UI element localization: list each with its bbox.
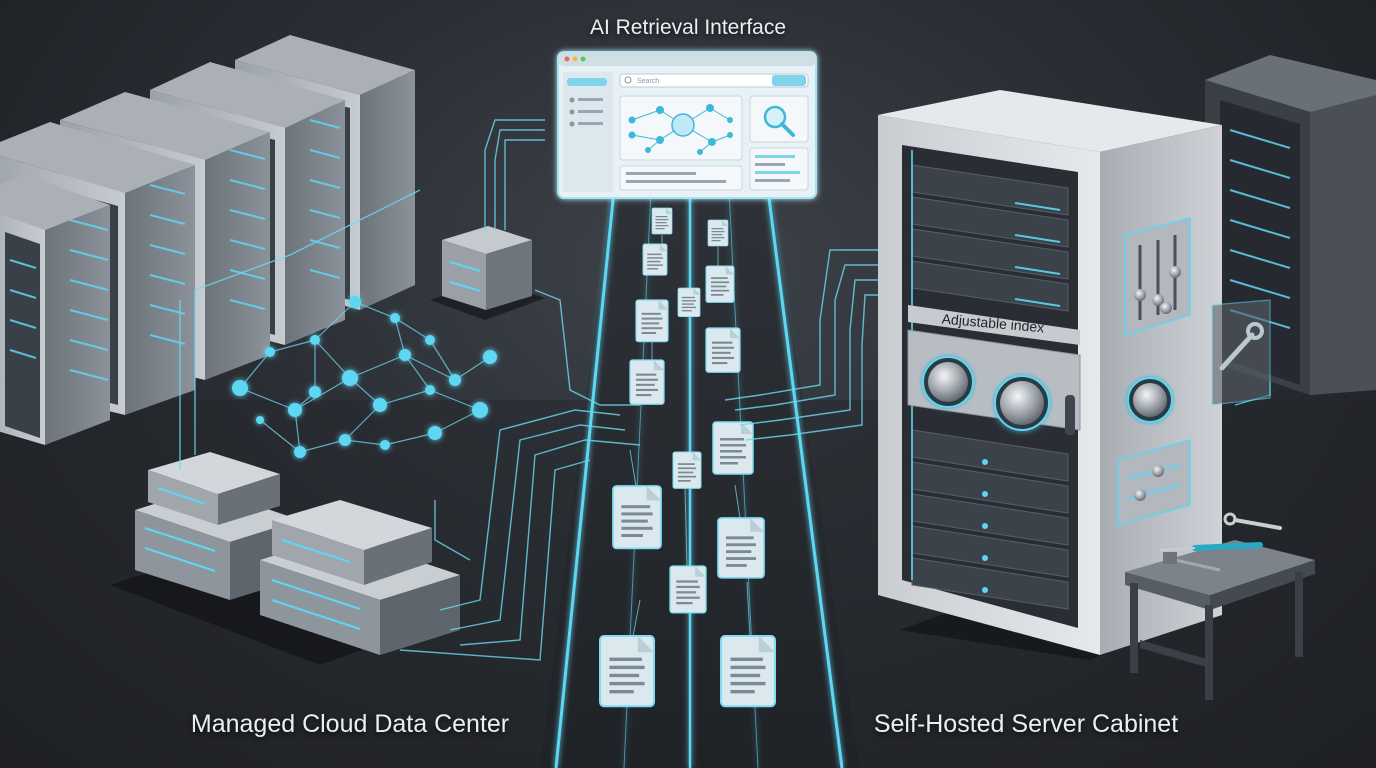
document-icon	[651, 207, 673, 235]
interface-sidebar	[563, 72, 613, 192]
tool-bench	[1125, 512, 1315, 700]
rack-units	[911, 164, 1069, 610]
slider-icon[interactable]	[1117, 439, 1191, 526]
document-icon	[598, 634, 656, 708]
cloud-hub-server	[430, 226, 545, 320]
document-icon	[712, 421, 754, 475]
document-icon	[677, 287, 701, 318]
knob-icon[interactable]	[1127, 377, 1173, 423]
cloud-storage-units	[110, 452, 460, 665]
storage-unit	[148, 452, 280, 525]
self-hosted-cabinet	[878, 90, 1222, 660]
search-magnifier-icon	[763, 105, 795, 137]
search-icon	[624, 76, 632, 84]
document-icon	[629, 359, 665, 405]
server-status-leds	[9, 119, 341, 381]
document-icon	[717, 517, 765, 579]
slider-icon[interactable]	[1124, 217, 1191, 337]
document-icon	[635, 299, 669, 343]
wrench-icon	[1223, 512, 1282, 530]
wrench-icon	[1211, 299, 1271, 406]
cabinet-handle[interactable]	[1065, 395, 1075, 435]
storage-unit	[272, 500, 432, 585]
server-tower	[0, 175, 110, 445]
document-icon	[705, 265, 735, 303]
document-icon	[669, 565, 707, 614]
document-icon	[719, 634, 777, 708]
document-icon	[705, 327, 741, 373]
knob-icon[interactable]	[922, 356, 974, 408]
document-icon	[642, 243, 668, 276]
knob-icon[interactable]	[994, 375, 1050, 431]
managed-cloud-label: Managed Cloud Data Center	[190, 710, 510, 738]
self-hosted-label: Self-Hosted Server Cabinet	[873, 710, 1179, 738]
cloud-data-flow-lines	[179, 119, 641, 661]
search-button[interactable]	[772, 75, 806, 86]
screwdriver-icon	[1159, 542, 1263, 551]
search-input[interactable]	[619, 73, 809, 88]
search-placeholder: Search	[637, 78, 660, 85]
hammer-icon	[1163, 552, 1221, 572]
document-icon	[672, 451, 702, 489]
cloud-server-towers	[0, 35, 415, 445]
document-icon	[707, 219, 729, 247]
retrieved-documents	[598, 207, 777, 708]
page-title: AI Retrieval Interface	[589, 16, 787, 39]
index-label-plate	[908, 305, 1080, 345]
network-graph-icon	[232, 296, 497, 458]
ai-retrieval-interface-window	[557, 51, 817, 199]
document-icon	[612, 485, 662, 550]
